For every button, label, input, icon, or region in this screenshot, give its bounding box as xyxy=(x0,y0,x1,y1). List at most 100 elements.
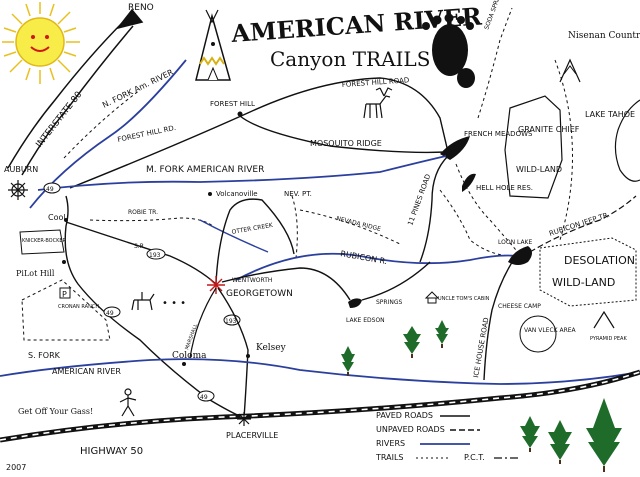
auburn-marker xyxy=(8,180,28,200)
cool-area-box xyxy=(19,229,65,255)
french-meadows-label: FRENCH MEADOWS xyxy=(464,130,533,138)
robie-trail xyxy=(89,217,216,229)
ice-house-road xyxy=(483,255,517,381)
hell-hole-lake xyxy=(462,173,476,192)
highway-50-road xyxy=(0,369,640,443)
legend-trails-label: TRAILS xyxy=(375,453,404,462)
shield-49-auburn-label: 49 xyxy=(46,186,54,193)
cool-label: Cool xyxy=(48,213,66,222)
highway-50-label: HIGHWAY 50 xyxy=(80,446,143,457)
rubicon-river xyxy=(235,252,517,281)
s-fork-label: S. FORK xyxy=(28,351,61,360)
lake-tahoe-label: LAKE TAHOE xyxy=(585,110,635,119)
marshall-road xyxy=(189,287,217,359)
cheese-camp-label: CHEESE CAMP xyxy=(498,303,541,310)
forest-hill-marker xyxy=(237,111,243,117)
cronan-ranch-area xyxy=(21,279,111,341)
legend-pct-label: P.C.T. xyxy=(464,453,485,462)
mountain-icon xyxy=(559,58,581,83)
tahoe-trail xyxy=(554,59,573,241)
uncle-toms-label: UNCLE TOM'S CABIN xyxy=(438,296,490,302)
teepee-icon xyxy=(195,9,231,81)
granite-chief-label: GRANITE CHIEF xyxy=(518,125,580,134)
loon-lake-label: LOON LAKE xyxy=(498,239,532,246)
shield-193-north-label: 193 xyxy=(149,252,161,259)
kelsey-label: Kelsey xyxy=(256,343,287,353)
robie-trail-label: ROBIE TR. xyxy=(128,209,158,216)
soda-springs-trail xyxy=(477,7,513,119)
shield-49-mid-label: 49 xyxy=(106,310,114,317)
pyramid-peak-icon xyxy=(593,310,615,329)
shield-49-south-label: 49 xyxy=(200,394,208,401)
tree-trunks xyxy=(347,344,605,472)
forest-hill-label: FOREST HILL xyxy=(210,100,255,108)
georgetown-label: GEORGETOWN xyxy=(226,289,293,299)
auburn-label: AUBURN xyxy=(4,165,38,174)
horse-icon xyxy=(131,292,155,311)
horse-dots: • • • xyxy=(162,298,186,309)
volcanoville-marker xyxy=(208,192,212,196)
s-fork-river xyxy=(0,358,640,385)
legend-unpaved-label: UNPAVED ROADS xyxy=(376,425,445,434)
shield-49-south xyxy=(197,390,215,402)
pilot-hill-marker xyxy=(62,260,66,264)
springs-road xyxy=(361,261,431,301)
n-fork-trail xyxy=(63,89,141,159)
georgetown-north-road xyxy=(215,198,295,285)
lake-edson xyxy=(348,298,362,308)
year-label: 2007 xyxy=(6,463,26,472)
placerville-label: PLACERVILLE xyxy=(226,431,278,440)
shield-49-auburn xyxy=(43,182,61,194)
lake-edson-label: LAKE EDSON xyxy=(346,317,385,324)
otter-creek xyxy=(199,219,269,253)
legend-paved-label: PAVED ROADS xyxy=(376,411,433,420)
map-legend: PAVED ROADS UNPAVED ROADS RIVERS TRAILS … xyxy=(375,411,520,462)
volcanoville-label: Volcanoville xyxy=(216,190,258,198)
coloma-marker xyxy=(182,362,186,366)
legend-rivers-label: RIVERS xyxy=(376,439,405,448)
georgetown-south-road xyxy=(217,287,249,419)
cronan-ranch-sign xyxy=(59,287,71,299)
springs-label: SPRINGS xyxy=(376,299,403,306)
rubicon-jeep-trail xyxy=(529,195,637,253)
footprint-icon xyxy=(422,13,475,88)
cronan-ranch-label: CRONAN RANCH xyxy=(58,304,99,310)
nisenan-country-label: Nisenan Country xyxy=(568,31,640,41)
wentworth-road xyxy=(221,267,351,301)
van-vleck-label: VAN VLECK AREA xyxy=(524,327,577,334)
hell-hole-label: HELL HOLE RES. xyxy=(476,184,533,192)
cabin-icon xyxy=(424,291,440,304)
placerville-marker xyxy=(237,412,251,426)
granite-chief-wilderness xyxy=(504,95,563,199)
m-fork-river-label: M. FORK AMERICAN RIVER xyxy=(146,165,264,175)
cronan-ranch-sign-p: P xyxy=(62,290,67,299)
get-off-label: Get Off Your Gass! xyxy=(18,407,93,416)
french-meadows-lake xyxy=(440,136,470,160)
eleven-pines-road xyxy=(419,155,449,263)
desolation-wild-land-label: WILD-LAND xyxy=(552,276,615,289)
shield-193-south-label: 193 xyxy=(225,318,237,325)
shield-193-north xyxy=(146,248,166,260)
interstate-80-road xyxy=(7,8,144,176)
pyramid-peak-label: PYRAMID PEAK xyxy=(590,336,627,342)
american-river-label: AMERICAN RIVER xyxy=(52,367,121,376)
coloma-label: Coloma xyxy=(172,351,207,361)
granite-chief-wild-land-label: WILD-LAND xyxy=(516,165,562,174)
knickerbocker-label: KNICKER-BOCKER xyxy=(22,238,67,244)
nev-pt-label: NEV. PT. xyxy=(284,190,312,198)
tree-icons xyxy=(341,320,622,466)
georgetown-marker xyxy=(207,276,225,294)
kelsey-marker xyxy=(246,354,250,358)
map-subtitle: Canyon TRAILS xyxy=(270,47,430,71)
forest-hill-road xyxy=(69,77,449,189)
wentworth-label: WENTWORTH xyxy=(232,277,272,284)
pilot-hill-label: PiLot Hill xyxy=(16,269,55,278)
m-fork-river xyxy=(37,155,447,191)
sun-icon xyxy=(2,2,80,84)
mosquito-ridge-road xyxy=(239,115,447,154)
nevada-point-trail xyxy=(291,195,298,259)
hell-hole-trail xyxy=(439,189,515,257)
sr-193-label: S.R. xyxy=(134,243,146,250)
desolation-wilderness xyxy=(539,237,637,307)
lake-tahoe-shore xyxy=(614,99,640,182)
